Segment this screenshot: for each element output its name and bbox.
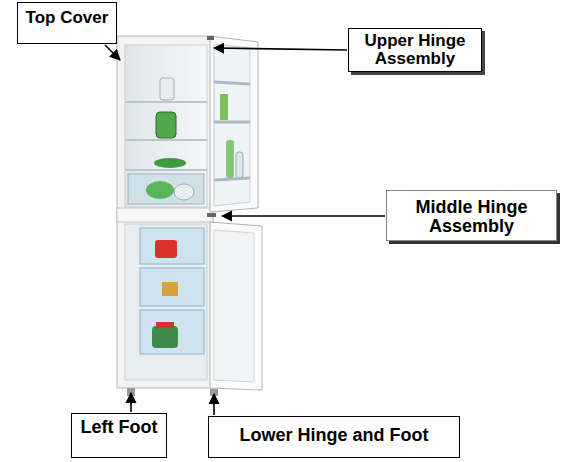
leader-arrow xyxy=(213,394,215,415)
freezer-interior xyxy=(125,224,207,380)
fridge-door xyxy=(210,36,258,212)
jar xyxy=(220,94,228,120)
vegetables xyxy=(174,184,194,200)
part-label: Middle Hinge Assembly xyxy=(391,198,552,236)
bottle xyxy=(226,140,234,178)
bottle xyxy=(236,152,243,178)
door-shelf xyxy=(214,121,250,124)
cabinet xyxy=(117,36,213,388)
freezer-drawer xyxy=(140,228,204,264)
fridge-interior xyxy=(125,45,207,207)
callout-box: Lower Hinge and Foot xyxy=(208,416,460,458)
callout-box: Top Cover xyxy=(17,2,117,44)
red-pot xyxy=(155,240,177,258)
door-liner xyxy=(214,230,254,382)
door-liner xyxy=(214,44,250,206)
vegetables xyxy=(146,181,174,199)
callout-box: Left Foot xyxy=(71,413,167,458)
crisper-drawer xyxy=(128,174,204,204)
freezer-door xyxy=(210,222,262,390)
food-lid xyxy=(156,322,174,328)
divider xyxy=(117,208,213,222)
green-jar xyxy=(156,112,176,138)
leader-arrow xyxy=(105,45,120,60)
door-shelf xyxy=(214,178,250,180)
food-item xyxy=(162,282,178,296)
part-label: Lower Hinge and Foot xyxy=(211,426,457,445)
vegetables xyxy=(154,158,186,168)
door-shelf xyxy=(214,82,250,84)
glass-shelf xyxy=(125,139,207,141)
glass-jar xyxy=(160,78,174,100)
callout-box: Upper Hinge Assembly xyxy=(348,28,482,72)
leader-arrow xyxy=(214,48,347,50)
part-label: Left Foot xyxy=(74,418,164,437)
glass-shelf xyxy=(125,101,207,103)
part-label: Upper Hinge Assembly xyxy=(353,32,477,68)
leader-arrow xyxy=(222,215,385,217)
freezer-drawer xyxy=(140,310,204,354)
upper-hinge xyxy=(207,36,214,40)
freezer-drawer xyxy=(140,268,204,306)
glass-shelf xyxy=(125,169,207,171)
part-label: Top Cover xyxy=(20,9,114,27)
middle-hinge xyxy=(207,213,216,217)
leader-arrow xyxy=(130,393,132,412)
food-item xyxy=(152,326,178,348)
callout-box: Middle Hinge Assembly xyxy=(386,190,557,241)
